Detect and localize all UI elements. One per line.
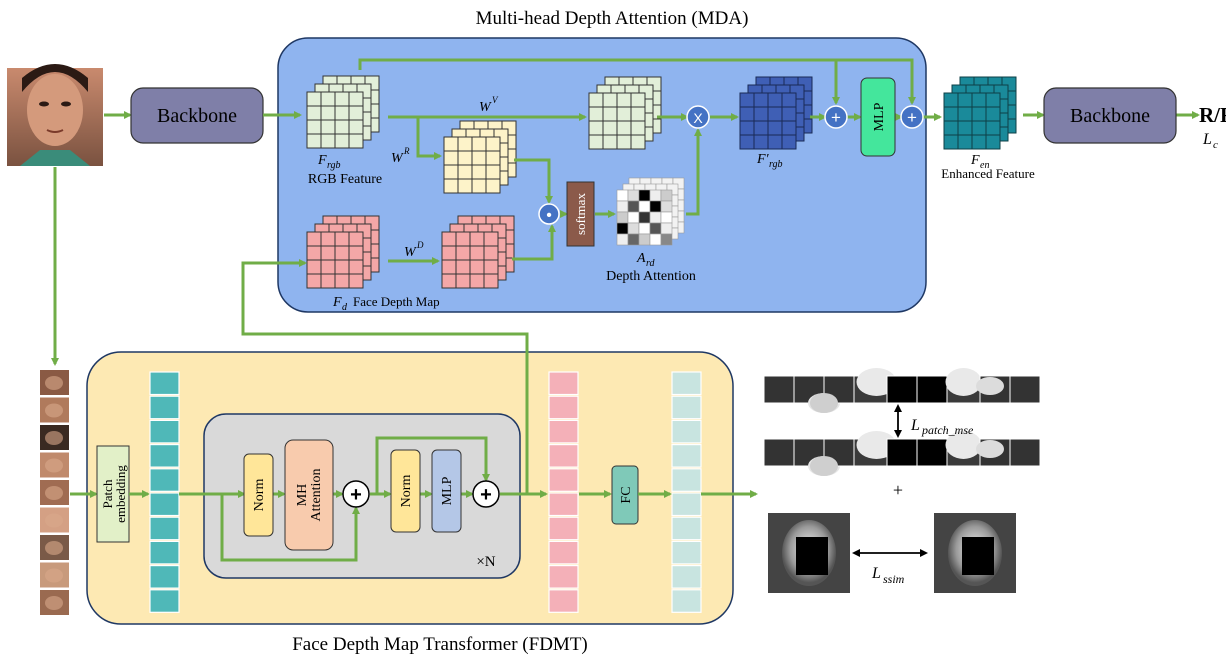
encoder-plus-2-symbol: + <box>480 484 492 506</box>
mh-attention-block <box>284 439 334 551</box>
ard-main: A <box>636 251 646 266</box>
norm2-block <box>390 449 421 533</box>
mh-attention-label-2: Attention <box>309 469 324 522</box>
norm1-block <box>243 453 274 537</box>
frgb-sub: rgb <box>327 160 341 171</box>
wv-sup: V <box>492 95 499 105</box>
token-column-teal <box>149 371 180 613</box>
plus-between-losses: + <box>893 480 903 500</box>
arrow-fdmt-to-fd <box>241 259 529 494</box>
wr-sup: R <box>403 146 410 156</box>
enhanced-feature-label: Enhanced Feature <box>941 166 1035 181</box>
token-column-pink <box>548 371 579 613</box>
lc-sub: c <box>1213 139 1218 151</box>
dot-operator <box>538 203 560 225</box>
mlp-label-fdmt: MLP <box>440 476 455 505</box>
multiply-symbol: X <box>693 110 703 126</box>
input-face-image <box>7 64 103 166</box>
depth-map-groundtruth <box>934 513 1016 593</box>
arrow-wr <box>416 117 442 160</box>
arrow-wr-to-dot <box>514 158 553 204</box>
frgb-cube <box>306 75 380 149</box>
frgbp-main: F′ <box>756 152 770 167</box>
multiply-operator <box>686 105 710 129</box>
plus-symbol-2: + <box>907 108 917 127</box>
backbone-left-label: Backbone <box>157 105 237 127</box>
plus-operator-1 <box>824 105 848 129</box>
lpatch-main: L <box>910 417 920 434</box>
face-depth-map-label: Face Depth Map <box>353 294 440 309</box>
patch-embedding-block <box>96 445 130 543</box>
plus-operator-2 <box>900 105 924 129</box>
residual-2 <box>375 436 490 494</box>
fd-cube <box>306 215 380 289</box>
backbone-right-label: Backbone <box>1070 105 1150 127</box>
fen-sub: en <box>980 160 989 171</box>
mlp-label-mda: MLP <box>872 102 887 131</box>
wv-cube <box>588 76 662 150</box>
fdmt-title: Face Depth Map Transformer (FDMT) <box>292 634 588 655</box>
skip-line-1 <box>358 58 840 105</box>
wv-main: W <box>479 100 492 115</box>
lssim-sub: ssim <box>883 572 905 586</box>
fen-main: F <box>970 153 980 168</box>
fd-sub: d <box>342 302 348 313</box>
output-label: R/F <box>1199 103 1226 127</box>
wr-main: W <box>391 151 404 166</box>
input-patches <box>40 370 69 615</box>
wr-cube <box>443 120 517 194</box>
wd-main: W <box>404 245 417 260</box>
mlp-block-mda <box>860 77 896 157</box>
mh-attention-label-1: MH <box>295 484 310 507</box>
ard-sub: rd <box>646 258 656 269</box>
encoder-plus-1 <box>342 480 370 508</box>
patch-strip-bottom <box>763 431 1041 476</box>
wd-sup: D <box>416 240 424 250</box>
lssim-main: L <box>871 565 881 582</box>
frgb-main: F <box>317 153 327 168</box>
softmax-block <box>566 181 595 247</box>
repeat-n-label: ×N <box>476 554 495 570</box>
norm1-label: Norm <box>252 479 267 512</box>
fd-main: F <box>332 295 342 310</box>
fen-cube <box>943 76 1017 150</box>
fc-label: FC <box>619 486 634 503</box>
mlp-block-fdmt <box>431 449 462 533</box>
skip-line-2 <box>836 58 916 105</box>
encoder-plus-1-symbol: + <box>350 484 362 506</box>
wd-cube <box>441 215 515 289</box>
patch-embedding-label-2: embedding <box>113 465 128 523</box>
ard-attention-map <box>616 177 685 246</box>
depth-map-predicted <box>768 513 850 593</box>
plus-symbol-1: + <box>831 108 841 127</box>
arrow-wd-to-dot <box>512 224 556 261</box>
dot-symbol: • <box>546 207 552 224</box>
norm2-label: Norm <box>399 475 414 508</box>
lpatch-sub: patch_mse <box>921 423 974 437</box>
mda-title: Multi-head Depth Attention (MDA) <box>476 8 749 29</box>
lc-main: L <box>1202 131 1212 148</box>
frgbp-sub: rgb <box>769 159 783 170</box>
patch-embedding-label-1: Patch <box>100 479 115 508</box>
residual-1 <box>220 494 360 562</box>
patch-strip-top <box>763 368 1041 413</box>
backbone-right <box>1043 87 1177 144</box>
frgb-prime-cube <box>739 76 813 150</box>
depth-attention-label: Depth Attention <box>606 269 696 284</box>
token-column-light <box>671 371 702 613</box>
encoder-plus-2 <box>472 480 500 508</box>
rgb-feature-label: RGB Feature <box>308 172 382 187</box>
arrow-ard-to-mult <box>686 128 702 216</box>
softmax-label: softmax <box>573 193 588 235</box>
